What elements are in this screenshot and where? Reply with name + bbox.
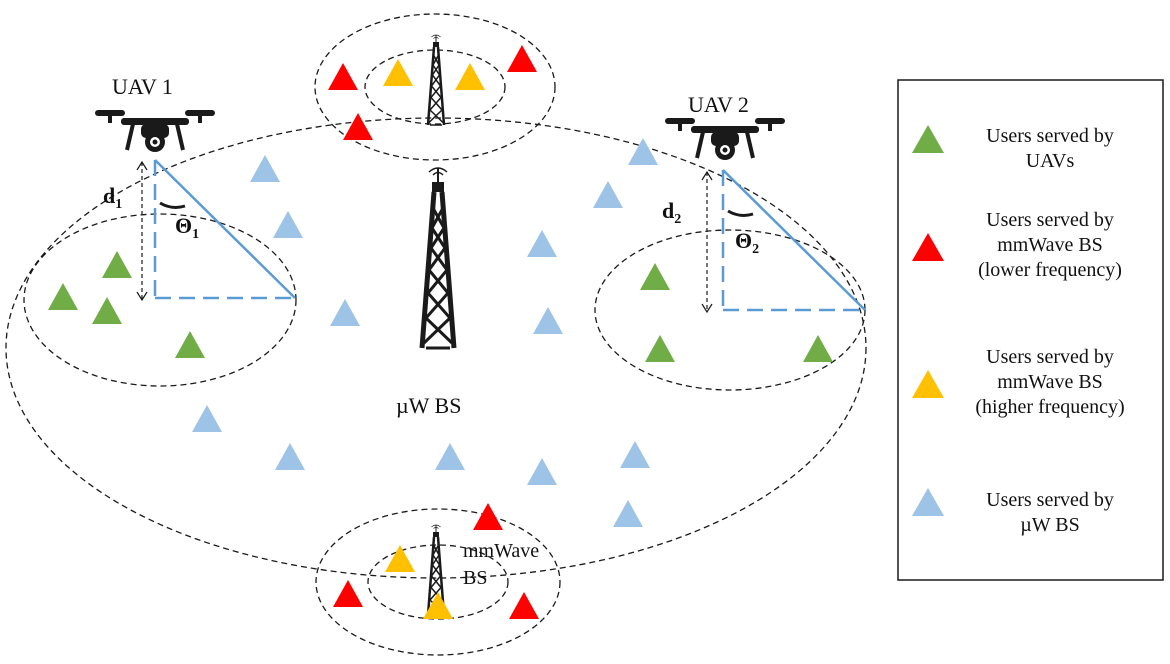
mmwave-high-user-triangle-icon xyxy=(383,59,413,86)
legend-line: (lower frequency) xyxy=(978,259,1122,281)
uav-user-triangle-icon xyxy=(175,331,205,358)
legend-line: mmWave BS xyxy=(997,234,1103,256)
top-mmwave-tower-icon xyxy=(426,33,446,127)
uw-bs-label: µW BS xyxy=(396,393,461,418)
uav1-drone-icon xyxy=(93,108,217,154)
uav1-label: UAV 1 xyxy=(112,74,173,99)
uw-user-triangle-icon xyxy=(192,405,222,432)
top-mmwave-inner-cell xyxy=(364,49,506,125)
uav-user-triangle-icon xyxy=(645,335,675,362)
theta2-label: Θ2 xyxy=(735,228,759,257)
uw-user-triangle-icon xyxy=(533,307,563,334)
uw-user-triangle-icon xyxy=(435,443,465,470)
uw-user-triangle-icon xyxy=(273,211,303,238)
mmwave-low-user-triangle-icon xyxy=(507,45,537,72)
legend-line: (higher frequency) xyxy=(975,396,1125,418)
uav-user-triangle-icon xyxy=(102,251,132,278)
legend-line: Users served by xyxy=(986,209,1114,231)
mmwave-high-user-triangle-icon xyxy=(455,63,485,90)
users-layer xyxy=(48,45,833,619)
uw-user-triangle-icon xyxy=(628,138,658,165)
legend-line: UAVs xyxy=(1025,150,1075,172)
theta2-arc xyxy=(727,209,754,217)
legend-item-mmwave-low: Users served by mmWave BS (lower frequen… xyxy=(945,208,1155,283)
legend-triangle-icon xyxy=(912,233,944,261)
mmwave-high-user-triangle-icon xyxy=(423,592,453,619)
legend-icons xyxy=(912,125,944,516)
uav-user-triangle-icon xyxy=(92,297,122,324)
d1-label: d1 xyxy=(103,183,122,212)
legend-item-uav-users: Users served by UAVs xyxy=(945,124,1155,174)
uav2-drone-icon xyxy=(663,116,787,162)
uw-user-triangle-icon xyxy=(330,299,360,326)
bottom-mmwave-outer-cell xyxy=(315,508,561,656)
mmwave-low-user-triangle-icon xyxy=(328,63,358,90)
mmwave-bs-label-line2: BS xyxy=(463,567,487,589)
uav-user-triangle-icon xyxy=(640,263,670,290)
mmwave-bs-label-line1: mmWave xyxy=(463,540,539,562)
legend-line: Users served by xyxy=(986,125,1114,147)
mmwave-low-user-triangle-icon xyxy=(343,113,373,140)
uw-user-triangle-icon xyxy=(613,500,643,527)
uav1-slant-line xyxy=(154,159,296,299)
theta1-label: Θ1 xyxy=(175,213,199,242)
uav2-label: UAV 2 xyxy=(688,92,749,117)
mmwave-low-user-triangle-icon xyxy=(333,580,363,607)
legend-triangle-icon xyxy=(912,370,944,398)
mmwave-low-user-triangle-icon xyxy=(509,592,539,619)
mmwave-low-user-triangle-icon xyxy=(473,503,503,530)
uw-user-triangle-icon xyxy=(250,155,280,182)
uav1-coverage xyxy=(23,213,297,387)
uav2-slant-line xyxy=(722,169,866,311)
uw-user-triangle-icon xyxy=(593,181,623,208)
legend-triangle-icon xyxy=(912,125,944,153)
uw-user-triangle-icon xyxy=(620,441,650,468)
legend-item-mmwave-high: Users served by mmWave BS (higher freque… xyxy=(945,345,1155,420)
legend-item-uw-users: Users served by µW BS xyxy=(945,488,1155,538)
theta1-arc xyxy=(159,201,186,209)
uw-user-triangle-icon xyxy=(527,458,557,485)
d2-label: d2 xyxy=(662,198,681,227)
legend-triangle-icon xyxy=(912,488,944,516)
uw-user-triangle-icon xyxy=(527,230,557,257)
macro-cell-boundary xyxy=(5,117,867,579)
legend-box xyxy=(897,79,1164,581)
uw-user-triangle-icon xyxy=(275,443,305,470)
uw-bs-tower-icon xyxy=(422,168,454,348)
legend-line: Users served by xyxy=(986,346,1114,368)
legend-line: mmWave BS xyxy=(997,371,1103,393)
legend-line: µW BS xyxy=(1020,514,1080,536)
legend-line: Users served by xyxy=(986,489,1114,511)
mmwave-high-user-triangle-icon xyxy=(385,545,415,572)
uav-user-triangle-icon xyxy=(803,335,833,362)
uav-user-triangle-icon xyxy=(48,283,78,310)
top-mmwave-outer-cell xyxy=(314,13,556,161)
